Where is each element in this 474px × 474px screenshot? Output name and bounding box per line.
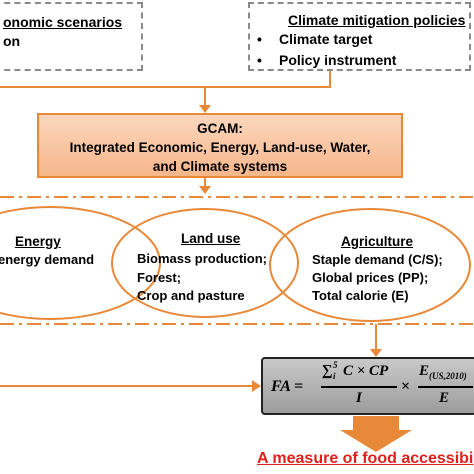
food-accessibility-label: A measure of food accessibi [257, 450, 474, 467]
gcam-title: GCAM: [197, 121, 243, 136]
bullet-icon: • [257, 31, 262, 47]
forest-text: Forest; [137, 270, 182, 285]
formula-numerator-right-sub: (US,2010) [429, 371, 467, 381]
gcam-box: GCAM: Integrated Economic, Energy, Land-… [37, 113, 403, 178]
gcam-line-3: and Climate systems [152, 159, 288, 174]
formula-lhs: FA = [271, 378, 304, 395]
formula-denominator-left: I [356, 390, 362, 406]
energy-ellipse [0, 206, 161, 320]
landuse-ellipse [111, 208, 299, 318]
agriculture-ellipse [269, 208, 471, 322]
formula-sum-symbol: ∑ [322, 363, 333, 379]
climate-target-item: Climate target [279, 31, 373, 47]
climate-policies-box: Climate mitigation policies • Climate ta… [248, 2, 471, 71]
gcam-line-2: Integrated Economic, Energy, Land-use, W… [69, 140, 371, 155]
economic-scenarios-item: on [3, 33, 21, 49]
biomass-text: Biomass production; [137, 251, 268, 266]
arrowhead-frame [199, 186, 211, 194]
result-block-arrow [340, 416, 412, 452]
formula-denominator-right: E [439, 390, 450, 406]
energy-demand-text: energy demand [0, 252, 95, 267]
energy-title: Energy [15, 234, 61, 249]
arrowhead-gcam [199, 105, 211, 113]
formula-numerator-left: C × CP [343, 363, 389, 379]
food-accessibility-formula: FA = ∑ 5 i C × CP I × E (US,2010) E [261, 357, 474, 415]
formula-fraction-bar-left [321, 386, 397, 388]
formula-times: × [401, 378, 411, 395]
formula-sum-upper: 5 [333, 360, 338, 370]
economic-scenarios-title: onomic scenarios [3, 14, 123, 30]
crop-pasture-text: Crop and pasture [137, 288, 245, 303]
connector-top-left [0, 86, 206, 107]
bullet-icon: • [257, 52, 262, 68]
formula-sum-lower: i [333, 371, 336, 381]
global-prices-text: Global prices (PP); [312, 270, 429, 285]
formula-numerator-right: E [419, 363, 430, 379]
policy-instrument-item: Policy instrument [279, 52, 397, 68]
climate-policies-title: Climate mitigation policies [288, 12, 466, 28]
arrowhead-formula-top [370, 349, 382, 357]
agriculture-title: Agriculture [341, 234, 414, 249]
economic-scenarios-box: onomic scenarios on [0, 2, 143, 71]
staple-demand-text: Staple demand (C/S); [312, 252, 443, 267]
connector-top-right [205, 71, 331, 88]
landuse-title: Land use [181, 231, 241, 246]
formula-fraction-bar-right [418, 386, 473, 388]
total-calorie-text: Total calorie (E) [312, 288, 409, 303]
arrowhead-formula-left [252, 380, 261, 392]
